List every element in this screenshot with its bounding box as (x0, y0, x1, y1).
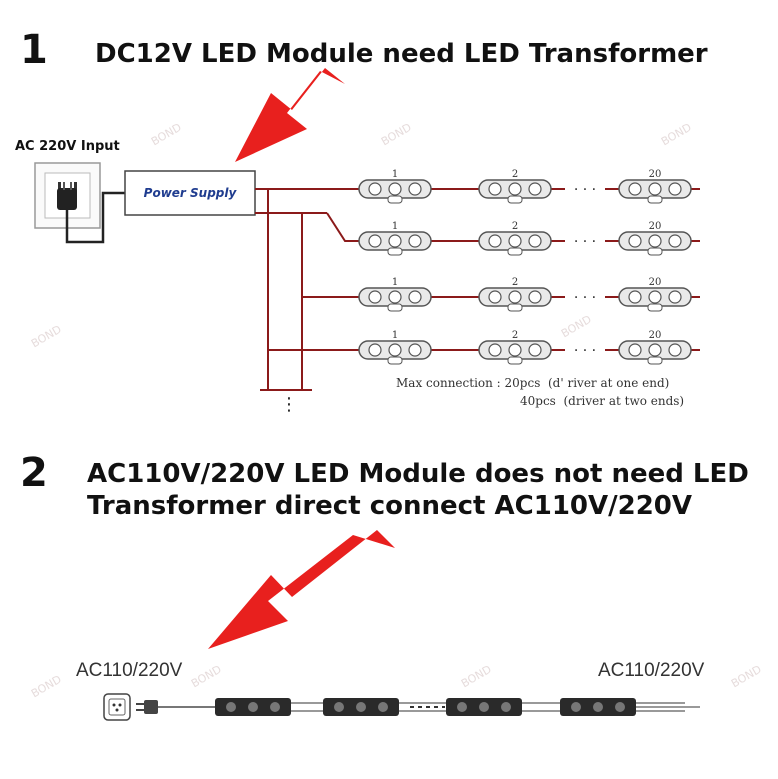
led-module (478, 231, 552, 256)
led-module (478, 287, 552, 312)
section1-title: DC12V LED Module need LED Transformer (95, 39, 708, 69)
vertical-ellipsis: ⋮ (280, 394, 298, 415)
section2-number: 2 (20, 450, 48, 496)
power-supply-box (124, 170, 256, 216)
module-label: 1 (392, 169, 398, 180)
ellipsis: · · · (574, 290, 596, 306)
module-label: 1 (392, 330, 398, 341)
module-label: 20 (649, 277, 662, 288)
ac-led-module (446, 698, 522, 716)
led-module (358, 179, 432, 204)
power-supply-label: Power Supply (143, 186, 237, 200)
module-label: 20 (649, 221, 662, 232)
section2-title-line2: Transformer direct connect AC110V/220V (87, 491, 693, 521)
plug-icon (57, 182, 77, 210)
ellipsis: · · · (574, 182, 596, 198)
led-module (358, 340, 432, 365)
module-label: 2 (512, 221, 518, 232)
module-label: 20 (649, 169, 662, 180)
module-label: 1 (392, 221, 398, 232)
max-connection-note-1: Max connection : 20pcs (d' river at one … (396, 376, 670, 390)
ac-led-module (215, 698, 291, 716)
ellipsis: · · · (574, 234, 596, 250)
ac-led-module (323, 698, 399, 716)
ellipsis: · · · (574, 343, 596, 359)
led-module (618, 179, 692, 204)
plug-icon-2 (136, 700, 158, 714)
led-module (618, 231, 692, 256)
led-module (618, 287, 692, 312)
section2-title-line1: AC110V/220V LED Module does not need LED (87, 459, 749, 489)
max-connection-note-2: 40pcs (driver at two ends) (520, 394, 685, 408)
led-module (478, 179, 552, 204)
red-arrow-icon (235, 68, 345, 162)
section1-number: 1 (20, 27, 48, 73)
ac-led-module (560, 698, 636, 716)
led-module (358, 287, 432, 312)
red-arrow-icon (208, 530, 395, 649)
module-label: 2 (512, 330, 518, 341)
led-module (358, 231, 432, 256)
module-label: 2 (512, 277, 518, 288)
ac-left-label: AC110/220V (76, 660, 183, 681)
led-module (478, 340, 552, 365)
module-label: 20 (649, 330, 662, 341)
module-label: 2 (512, 169, 518, 180)
ac-input-label: AC 220V Input (15, 139, 120, 154)
ac-right-label: AC110/220V (598, 660, 705, 681)
socket-icon-2 (103, 693, 131, 721)
module-label: 1 (392, 277, 398, 288)
led-module (618, 340, 692, 365)
